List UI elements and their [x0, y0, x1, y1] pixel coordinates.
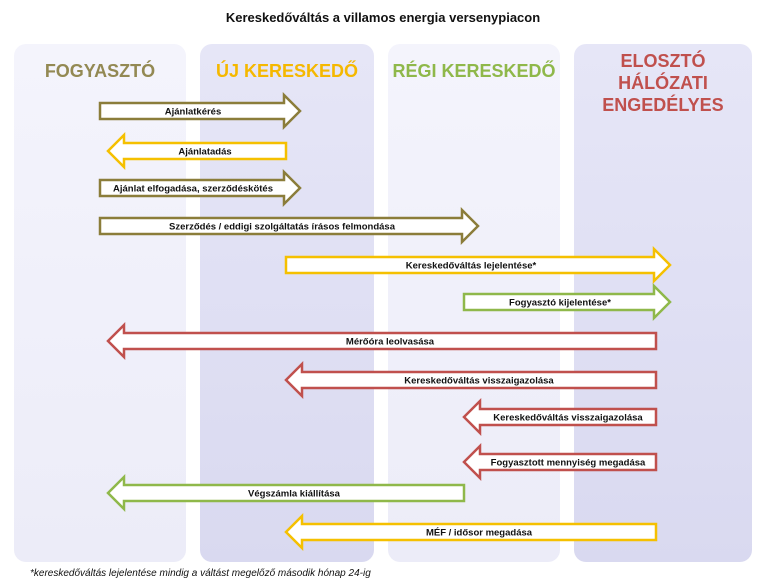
arrow-shape — [98, 91, 302, 131]
arrow-label: Kereskedőváltás visszaigazolása — [404, 376, 554, 387]
arrow-shape — [462, 282, 672, 322]
lane-fogyaszto: FOGYASZTÓ — [14, 44, 186, 562]
arrow-shape — [284, 360, 658, 400]
arrow-shape — [284, 512, 658, 552]
arrow-label: Fogyasztott mennyiség megadása — [491, 458, 646, 469]
flow-arrow: Végszámla kiállítása — [106, 473, 466, 513]
arrow-shape — [106, 131, 288, 171]
arrow-shape — [106, 473, 466, 513]
flow-arrow: Kereskedőváltás visszaigazolása — [462, 397, 658, 437]
flow-arrow: Szerződés / eddigi szolgáltatás írásos f… — [98, 206, 480, 246]
flow-arrow: MÉF / idősor megadása — [284, 512, 658, 552]
arrow-label: Mérőóra leolvasása — [346, 337, 435, 348]
arrow-label: Ajánlatkérés — [165, 107, 222, 118]
arrow-label: Fogyasztó kijelentése* — [509, 298, 611, 309]
lane-uj-kereskedo: ÚJ KERESKEDŐ — [200, 44, 374, 562]
arrow-label: Kereskedőváltás lejelentése* — [406, 261, 537, 272]
flow-arrow: Fogyasztó kijelentése* — [462, 282, 672, 322]
arrow-shape — [106, 321, 658, 361]
arrow-shape — [462, 397, 658, 437]
flow-arrow: Ajánlat elfogadása, szerződéskötés — [98, 168, 302, 208]
arrow-label: Kereskedőváltás visszaigazolása — [493, 413, 643, 424]
arrow-shape — [98, 168, 302, 208]
arrow-shape — [284, 245, 672, 285]
footnote: *kereskedőváltás lejelentése mindig a vá… — [30, 568, 371, 579]
lane-header-eloszto: ELOSZTÓ HÁLÓZATI ENGEDÉLYES — [602, 51, 724, 115]
flow-arrow: Fogyasztott mennyiség megadása — [462, 442, 658, 482]
lane-header-regi-kereskedo: RÉGI KERESKEDŐ — [392, 61, 556, 81]
arrow-shape — [462, 442, 658, 482]
arrow-label: Ajánlat elfogadása, szerződéskötés — [113, 184, 273, 195]
lane-header-uj-kereskedo: ÚJ KERESKEDŐ — [215, 61, 359, 81]
flow-arrow: Ajánlatadás — [106, 131, 288, 171]
arrow-label: Végszámla kiállítása — [248, 489, 341, 500]
flow-arrow: Kereskedőváltás lejelentése* — [284, 245, 672, 285]
arrow-label: Szerződés / eddigi szolgáltatás írásos f… — [169, 222, 396, 233]
diagram-title: Kereskedőváltás a villamos energia verse… — [225, 10, 541, 25]
arrow-label: MÉF / idősor megadása — [426, 528, 533, 539]
arrow-label: Ajánlatadás — [178, 147, 231, 158]
flow-arrow: Mérőóra leolvasása — [106, 321, 658, 361]
flow-arrow: Ajánlatkérés — [98, 91, 302, 131]
flow-arrow: Kereskedőváltás visszaigazolása — [284, 360, 658, 400]
arrow-shape — [98, 206, 480, 246]
lane-header-fogyaszto: FOGYASZTÓ — [44, 61, 156, 81]
